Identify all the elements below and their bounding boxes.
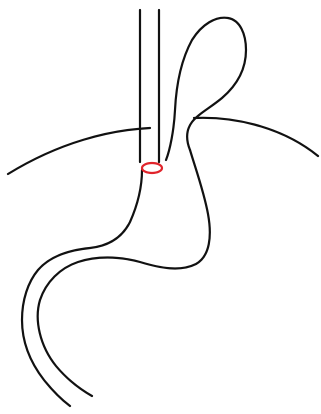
highlight-ring — [142, 163, 162, 173]
stomach-outer-contour — [38, 150, 210, 396]
pouch-outline — [166, 18, 246, 160]
diaphragm-curve — [8, 118, 318, 174]
stomach-inner-contour — [22, 170, 142, 406]
